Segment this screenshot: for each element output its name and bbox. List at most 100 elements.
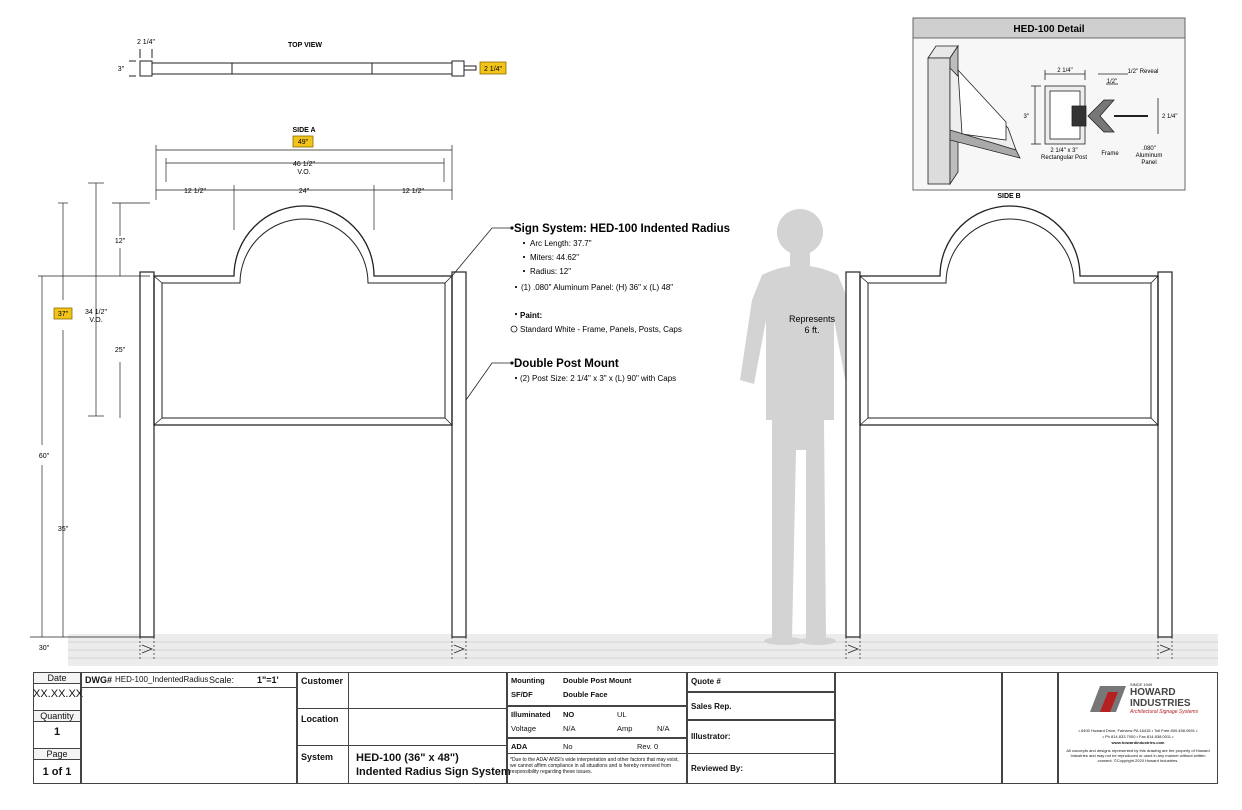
scale-label: Scale: bbox=[209, 675, 235, 685]
date-label-cell bbox=[33, 672, 81, 684]
callout-leaders bbox=[451, 227, 512, 401]
rev-value: Rev. 0 bbox=[637, 742, 659, 751]
amp-value: N/A bbox=[657, 724, 670, 733]
side-a-seg-left-dim: 12 1/2" bbox=[184, 188, 206, 195]
side-a-panel-height-dim: 25" bbox=[115, 347, 126, 354]
mounting-value: Double Post Mount bbox=[563, 676, 632, 685]
detail-post-3d bbox=[927, 44, 1021, 186]
logo-tagline: Architectural Signage Systems bbox=[1130, 709, 1199, 715]
detail-alum-label1: .080" bbox=[1142, 146, 1156, 152]
system-value-line2: Indented Radius Sign System bbox=[356, 766, 511, 778]
figure-label-line1: Represents bbox=[789, 314, 836, 324]
company-col bbox=[1058, 672, 1218, 784]
note-sign-system: Sign System: HED-100 Indented Radius bbox=[514, 223, 730, 235]
howard-logo-icon bbox=[1090, 686, 1126, 712]
logo-since: SINCE 1949 bbox=[1130, 682, 1153, 687]
dwg-col bbox=[81, 672, 297, 784]
company-address1: • 6400 Howard Drive, Fairview PA 16415 •… bbox=[1078, 728, 1198, 733]
side-a-overall-dim: 49" bbox=[298, 139, 309, 146]
qty-label: Quantity bbox=[40, 711, 74, 721]
detail-alum-label3: Panel bbox=[1141, 160, 1156, 166]
top-view-width-dim: 2 1/4" bbox=[137, 39, 156, 46]
date-label: Date bbox=[47, 673, 67, 683]
blank-col-1 bbox=[835, 672, 1002, 784]
system-value-line1: HED-100 (36" x 48") bbox=[356, 752, 459, 764]
top-view-depth-dim: 3" bbox=[118, 66, 125, 73]
side-b-sign bbox=[845, 205, 1173, 660]
mounting-label: Mounting bbox=[511, 676, 545, 685]
note-paint-value: Standard White - Frame, Panels, Posts, C… bbox=[520, 325, 682, 334]
illustrator-row bbox=[687, 720, 835, 754]
ada-row bbox=[507, 738, 687, 754]
side-a-vo-height-dim: 34 1/2" bbox=[85, 309, 107, 316]
side-a-total-tag: 37" bbox=[58, 311, 69, 318]
system-label: System bbox=[301, 752, 334, 762]
salesrep-row bbox=[687, 692, 835, 720]
side-a-vo-height-label: V.O. bbox=[89, 317, 102, 324]
side-a-title: SIDE A bbox=[292, 127, 315, 134]
illuminated-value: NO bbox=[563, 710, 575, 719]
sfdf-label: SF/DF bbox=[511, 690, 533, 699]
voltage-label: Voltage bbox=[511, 724, 537, 733]
company-address2: • Ph 814.833.7000 • Fax 814.838.0011 • bbox=[1102, 734, 1174, 739]
illustrator-label: Illustrator: bbox=[691, 732, 731, 741]
side-a-arch-height-dim: 12" bbox=[115, 238, 126, 245]
amp-label: Amp bbox=[617, 724, 633, 733]
ground-texture bbox=[68, 634, 1218, 666]
mounting-rows bbox=[507, 672, 687, 706]
side-a-burial-dim: 30" bbox=[39, 645, 50, 652]
page-label: Page bbox=[46, 749, 68, 759]
dwg-value: HED-100_IndentedRadius bbox=[115, 675, 209, 684]
page-value: 1 of 1 bbox=[42, 766, 72, 778]
side-a-seg-mid-dim: 24" bbox=[299, 188, 310, 195]
quote-row bbox=[687, 672, 835, 692]
top-view bbox=[129, 49, 477, 77]
illuminated-label: Illuminated bbox=[511, 710, 551, 719]
ul-label: UL bbox=[617, 710, 627, 719]
note-arc-length: Arc Length: 37.7" bbox=[530, 239, 592, 248]
voltage-value: N/A bbox=[563, 724, 576, 733]
top-view-tag: 2 1/4" bbox=[484, 66, 503, 73]
side-a-vo-label: V.O. bbox=[297, 169, 310, 176]
note-panel: (1) .080" Aluminum Panel: (H) 36" x (L) … bbox=[521, 283, 673, 292]
note-paint-label: Paint: bbox=[520, 311, 542, 320]
note-mount-value: (2) Post Size: 2 1/4" x 3" x (L) 90" wit… bbox=[520, 374, 676, 383]
detail-post-width: 2 1/4" bbox=[1057, 68, 1072, 74]
side-a-post-clear-dim: 35" bbox=[58, 526, 69, 533]
ada-value: No bbox=[563, 742, 573, 751]
customer-label: Customer bbox=[301, 676, 344, 686]
company-copyright: All concepts and designs represented by … bbox=[1066, 748, 1210, 763]
dwg-label: DWG# bbox=[85, 675, 112, 685]
qty-value: 1 bbox=[53, 726, 61, 738]
detail-frame-label: Frame bbox=[1101, 151, 1119, 157]
detail-reveal-small: 1/2" bbox=[1107, 79, 1117, 85]
top-view-title: TOP VIEW bbox=[288, 42, 322, 49]
detail-alum-label2: Aluminum bbox=[1136, 153, 1163, 159]
scale-value: 1"=1' bbox=[257, 675, 279, 685]
detail-title: HED-100 Detail bbox=[1013, 24, 1084, 35]
detail-reveal: 1/2" Reveal bbox=[1128, 69, 1159, 75]
figure-label-line2: 6 ft. bbox=[804, 325, 819, 335]
sfdf-value: Double Face bbox=[563, 690, 608, 699]
quote-label: Quote # bbox=[691, 677, 721, 686]
detail-post-label1: 2 1/4" x 3" bbox=[1050, 148, 1077, 154]
customer-label-col bbox=[297, 672, 349, 784]
detail-post-label2: Rectangular Post bbox=[1041, 155, 1087, 161]
ada-disclaimer: *Due to the ADA/ ANSI's wide interpretat… bbox=[510, 757, 679, 775]
location-label: Location bbox=[301, 714, 339, 724]
illuminated-rows bbox=[507, 706, 687, 738]
side-b-title: SIDE B bbox=[997, 193, 1020, 200]
detail-section bbox=[1031, 70, 1159, 145]
side-a-post-top-dim: 60" bbox=[39, 453, 50, 460]
technical-drawing: TOP VIEW 2 1/4" 3" 2 1/4" bbox=[30, 17, 1218, 666]
logo-line1: HOWARD bbox=[1130, 687, 1176, 698]
company-website: www.howardindustries.com bbox=[1111, 740, 1165, 745]
page-label-cell bbox=[33, 748, 81, 760]
qty-label-cell bbox=[33, 710, 81, 722]
reviewed-label: Reviewed By: bbox=[691, 764, 744, 773]
side-a-seg-right-dim: 12 1/2" bbox=[402, 188, 424, 195]
note-miters: Miters: 44.62" bbox=[530, 253, 579, 262]
note-radius: Radius: 12" bbox=[530, 267, 571, 276]
ada-label: ADA bbox=[511, 742, 528, 751]
detail-panel-side: 2 1/4" bbox=[1162, 114, 1177, 120]
